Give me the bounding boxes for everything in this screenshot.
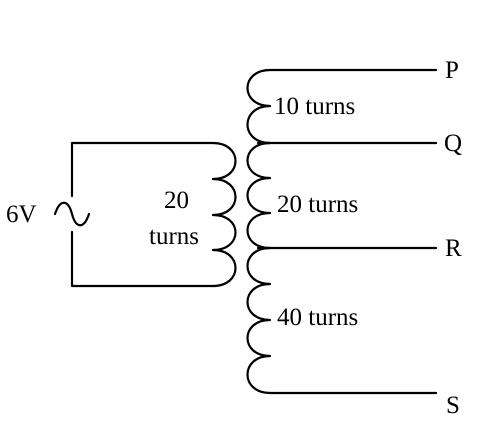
primary-coil — [211, 141, 237, 288]
secondary-coil-qr — [246, 141, 272, 250]
secondary-coil-pq — [246, 68, 272, 145]
ac-source-symbol — [53, 201, 91, 227]
primary-top-wire — [70, 141, 215, 198]
secondary-rs-turns-label: 40 turns — [277, 304, 359, 331]
secondary-coil-rs — [246, 246, 272, 395]
secondary-qr-turns-label: 20 turns — [277, 191, 359, 218]
terminal-s-label: S — [446, 392, 460, 419]
terminal-r-label: R — [445, 235, 462, 262]
source-voltage-label: 6V — [6, 201, 37, 228]
primary-turns-number: 20 — [164, 187, 189, 214]
terminal-p-label: P — [445, 57, 459, 84]
terminal-q-label: Q — [444, 130, 463, 157]
primary-turns-word: turns — [149, 223, 199, 250]
secondary-pq-turns-label: 10 turns — [274, 93, 356, 120]
primary-bottom-wire — [70, 230, 215, 288]
